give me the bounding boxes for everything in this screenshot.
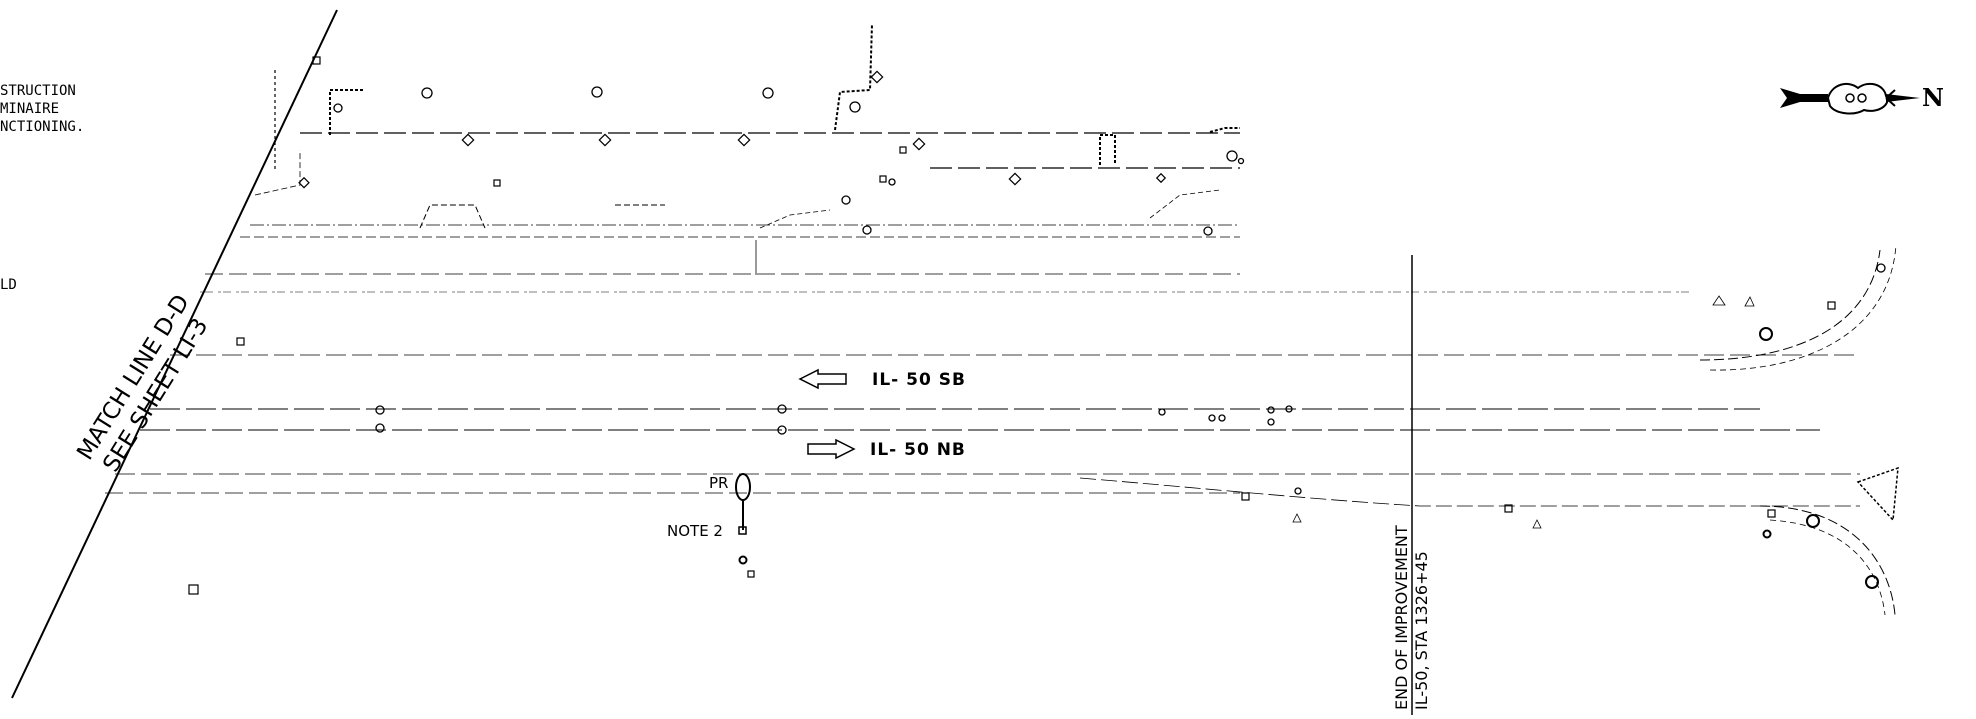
north-letter: N [1922,83,1944,112]
pole-icon [737,133,751,147]
junction-box-icon [879,175,887,183]
pipe-2 [254,150,301,196]
northbound-arrow-icon [807,438,856,460]
signal-head-icon [1806,514,1820,528]
tree-icon [421,87,433,99]
tree-icon [762,87,774,99]
tree-icon [841,195,851,205]
taper-line [1079,477,1860,507]
end-of-improvement-label: END OF IMPROVEMENT [1392,525,1411,710]
luminaire-icon [1237,157,1245,165]
north-arrow-icon [1780,82,1920,115]
luminaire-icon [375,405,385,415]
signal-head-icon [1759,327,1773,341]
pr-label: PR [709,474,729,492]
junction-box-icon [312,56,321,65]
pole-icon [870,70,884,84]
tree-icon [862,225,872,235]
junction-box-icon [747,570,755,578]
junction-box-icon [493,179,501,187]
junction-box-icon [1504,504,1513,513]
luminaire-icon [777,404,787,414]
pavement-lines [105,224,1897,616]
luminaire-icon [1267,418,1275,426]
luminaire-icon [1208,414,1216,422]
signal-head-icon [1865,575,1879,589]
luminaire-icon [1158,408,1166,416]
curb-entrance-1 [419,204,486,229]
traffic-island-ne [1856,466,1899,522]
luminaire-icon [1285,405,1293,413]
pole-icon [461,133,475,147]
luminaire-icon [777,425,787,435]
pole-icon [1155,172,1167,184]
curve-sb-ramp-2 [1709,244,1897,371]
tree-icon [1876,263,1886,273]
slope-line-1 [759,209,831,229]
tree-icon [849,101,861,113]
pull-ring-ellipse [735,473,751,501]
road-label-nb: IL- 50 NB [870,440,966,460]
driveway-2 [834,23,873,131]
station-label: IL-50, STA 1326+45 [1412,551,1431,710]
luminaire-icon [1226,150,1238,162]
note2-label: NOTE 2 [667,522,723,540]
triangle-marker-3 [1292,513,1302,523]
curve-sb-ramp [1699,249,1881,361]
tree-icon [1203,226,1213,236]
southbound-arrow-icon [798,368,847,390]
curve-nb-ramp-2 [1769,519,1886,616]
luminaire-icon [738,555,748,565]
notes-line-4: LD [0,277,17,293]
luminaire-icon [1762,529,1772,539]
junction-box-icon [899,146,907,154]
junction-box-icon [1767,509,1776,518]
light-pole-symbols [333,86,1886,589]
triangle-marker-1 [1712,295,1726,306]
pole-icon [598,133,612,147]
luminaire-icon [1267,406,1275,414]
curve-nb-ramp [1759,505,1896,616]
luminaire-icon [1218,414,1226,422]
junction-boxes [188,56,1836,595]
match-line [11,9,338,699]
notes-line-1: STRUCTION [0,83,76,99]
pole-icon [1008,172,1022,186]
triangle-marker-2 [1744,296,1755,307]
pole-icon [298,176,310,189]
driveway-3 [1209,127,1240,133]
tree-icon [333,103,343,113]
luminaire-icon [375,423,385,433]
driveway-4 [1099,134,1116,165]
frontage-area [254,23,1240,275]
notes-line-2: MINAIRE [0,101,60,117]
pole-symbols [298,70,1167,189]
pole-icon [912,137,926,151]
road-label-sb: IL- 50 SB [872,370,966,390]
note2-marker-icon [738,526,747,535]
slope-line-2 [1149,189,1221,219]
luminaire-icon [888,178,896,186]
junction-box-icon [188,584,199,595]
triangle-marker-4 [1532,519,1542,529]
notes-line-3: NCTIONING. [0,119,85,135]
junction-box-icon [1241,492,1250,501]
junction-box-icon [1827,301,1836,310]
junction-box-icon [236,337,245,346]
driveway-1 [329,89,365,135]
tree-icon [591,86,603,98]
luminaire-icon [1294,487,1302,495]
